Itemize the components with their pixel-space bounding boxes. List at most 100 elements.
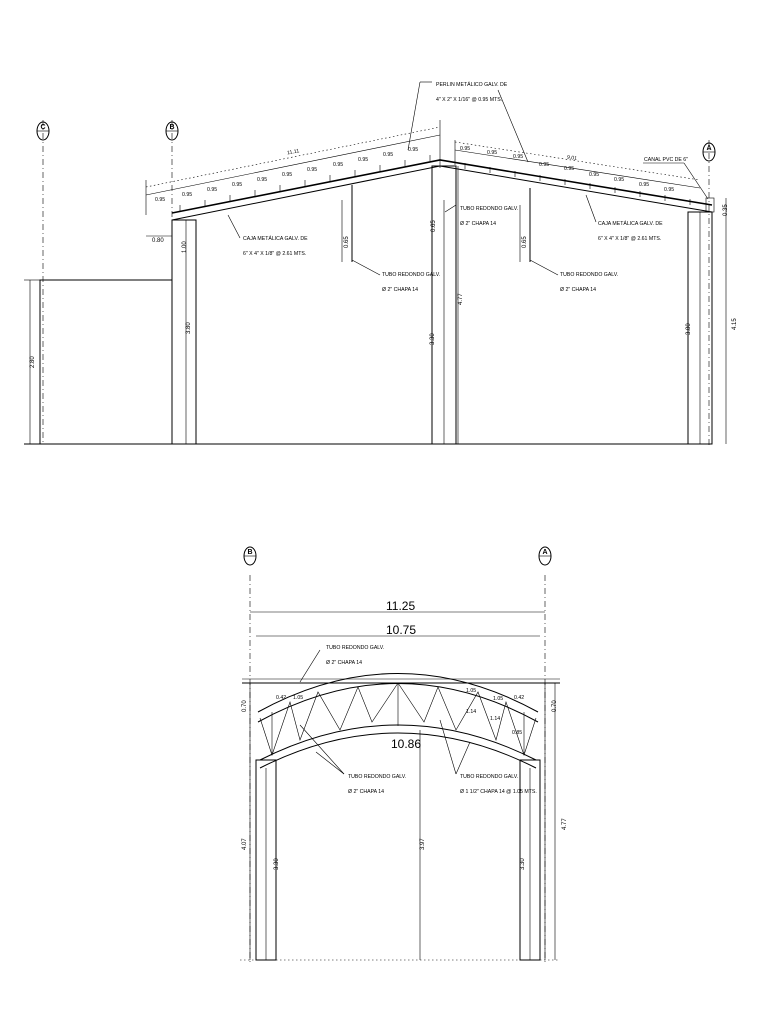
front-elevation: C B A	[24, 81, 738, 445]
axis-label-c: C	[41, 124, 46, 131]
dim-105-left: 1.05	[293, 695, 303, 701]
section-tube-top-1: TUBO REDONDO GALV.	[326, 645, 384, 651]
dim-radius: 10.86	[391, 737, 421, 751]
tube-label-mid-2: Ø 2" CHAPA 14	[460, 221, 496, 227]
spacing-label: 0.95	[257, 177, 267, 183]
gutter	[705, 197, 715, 213]
spacing-label: 0.95	[664, 187, 674, 193]
columns	[24, 165, 715, 445]
dim-gutter: 0.35	[723, 204, 729, 216]
spacing-label: 0.95	[539, 162, 549, 168]
dim-right-span: 9.01	[566, 155, 577, 163]
section-tube-right-2: Ø 1 1/2" CHAPA 14 @ 1.05 MTS.	[460, 789, 537, 795]
callout-box-right: CAJA METÁLICA GALV. DE 6" X 4" X 1/8" @ …	[585, 194, 663, 242]
spacing-label: 0.95	[487, 150, 497, 156]
axis-marker-b-section: B	[243, 546, 257, 962]
axis-marker-b: B	[165, 120, 179, 445]
vertical-dims	[29, 166, 727, 444]
dim-col-left-section: 3.30	[274, 858, 280, 870]
spacing-label: 0.95	[155, 197, 165, 203]
tube-label-mid-1: TUBO REDONDO GALV.	[460, 206, 518, 212]
dim-eave-left-section: 0.70	[242, 700, 248, 712]
axis-label-a: A	[707, 145, 712, 152]
section-callout-left: TUBO REDONDO GALV. Ø 2" CHAPA 14	[299, 724, 406, 795]
axis-label-a2: A	[543, 549, 548, 556]
dim-042-right: 0.42	[514, 695, 524, 701]
dim-post-top: 1.00	[182, 241, 188, 253]
dim-eave-left: 0.80	[152, 238, 164, 244]
dim-114-b: 1.14	[490, 716, 500, 722]
section-tube-left-2: Ø 2" CHAPA 14	[348, 789, 384, 795]
section-tube-left-1: TUBO REDONDO GALV.	[348, 774, 406, 780]
spacing-label: 0.95	[383, 152, 393, 158]
spacing-label: 0.95	[614, 177, 624, 183]
box-label-right-2: 6" X 4" X 1/8" @ 2.61 MTS.	[598, 236, 661, 242]
dim-042-left: 0.42	[276, 695, 286, 701]
spacing-label: 0.95	[358, 157, 368, 163]
axis-label-b2: B	[248, 549, 253, 556]
section-callout-right: TUBO REDONDO GALV. Ø 1 1/2" CHAPA 14 @ 1…	[439, 719, 537, 795]
dim-center: 3.97	[420, 838, 426, 850]
purlin-ticks-right	[464, 163, 691, 205]
dim-col-right: 3.80	[686, 323, 692, 335]
spacing-label: 0.95	[639, 182, 649, 188]
dim-hanger-mid: 0.65	[431, 220, 437, 232]
dim-span-outer: 11.25	[386, 599, 415, 613]
callout-tube-left: TUBO REDONDO GALV. Ø 2" CHAPA 14	[351, 259, 440, 293]
spacing-labels-left: 0.95 0.95 0.95 0.95 0.95 0.95 0.95 0.95 …	[155, 147, 418, 203]
spacing-label: 0.95	[282, 172, 292, 178]
box-label-left-1: CAJA METÁLICA GALV. DE	[243, 235, 308, 242]
dim-total-mid: 4.77	[458, 293, 464, 305]
tube-hangers	[351, 185, 531, 262]
cross-section: B A 11.25 10.75	[240, 546, 568, 962]
arch-truss	[257, 673, 539, 769]
dim-right-total: 4.77	[562, 818, 568, 830]
spacing-label: 0.95	[460, 146, 470, 152]
axis-marker-a-section: A	[538, 546, 552, 962]
spacing-label: 0.95	[333, 162, 343, 168]
callout-box-left: CAJA METÁLICA GALV. DE 6" X 4" X 1/8" @ …	[227, 214, 308, 257]
section-tube-top-2: Ø 2" CHAPA 14	[326, 660, 362, 666]
spacing-label: 0.95	[513, 154, 523, 160]
dim-left-total: 4.07	[242, 838, 248, 850]
purlin-label-line2: 4" X 2" X 1/16" @ 0.95 MTS.	[436, 97, 502, 103]
box-label-left-2: 6" X 4" X 1/8" @ 2.61 MTS.	[243, 251, 306, 257]
low-wall	[39, 279, 173, 445]
dim-total-right: 4.15	[732, 318, 738, 330]
spacing-label: 0.95	[589, 172, 599, 178]
dim-105-right-b: 1.05	[493, 696, 503, 702]
dim-hanger-left: 0.65	[344, 236, 350, 248]
spacing-label: 0.95	[307, 167, 317, 173]
callout-tube-right: TUBO REDONDO GALV. Ø 2" CHAPA 14	[529, 259, 618, 293]
dim-low-wall: 2.80	[30, 356, 36, 368]
purlin-label-line1: PERLIN METÁLICO GALV. DE	[436, 81, 508, 88]
section-tube-right-1: TUBO REDONDO GALV.	[460, 774, 518, 780]
spacing-labels-right: 0.95 0.95 0.95 0.95 0.95 0.95 0.95 0.95 …	[460, 146, 674, 193]
axis-marker-c: C	[36, 120, 50, 445]
callout-tube-mid: TUBO REDONDO GALV. Ø 2" CHAPA 14	[444, 204, 518, 227]
box-label-right-1: CAJA METÁLICA GALV. DE	[598, 220, 663, 227]
tube-label-right-2: Ø 2" CHAPA 14	[560, 287, 596, 293]
roof-frame	[145, 120, 713, 221]
spacing-label: 0.95	[182, 192, 192, 198]
tube-label-left-1: TUBO REDONDO GALV.	[382, 272, 440, 278]
tube-label-left-2: Ø 2" CHAPA 14	[382, 287, 418, 293]
dim-span-inner: 10.75	[386, 623, 416, 637]
dim-col-right-section: 3.30	[520, 858, 526, 870]
dim-114-a: 1.14	[466, 709, 476, 715]
spacing-label: 0.95	[207, 187, 217, 193]
section-callout-top: TUBO REDONDO GALV. Ø 2" CHAPA 14	[299, 645, 384, 683]
axis-marker-a: A	[702, 140, 716, 445]
dim-105-right-a: 1.05	[466, 688, 476, 694]
dim-col-mid: 3.30	[430, 333, 436, 345]
gutter-label: CANAL PVC DE 6"	[644, 157, 688, 163]
spacing-label: 0.95	[232, 182, 242, 188]
spacing-label: 0.95	[408, 147, 418, 153]
callout-gutter: CANAL PVC DE 6"	[643, 157, 709, 200]
dim-left-span: 11.11	[287, 148, 300, 156]
dim-085: 0.85	[512, 730, 522, 736]
tube-label-right-1: TUBO REDONDO GALV.	[560, 272, 618, 278]
dim-hanger-right: 0.65	[522, 236, 528, 248]
callout-purlin: PERLIN METÁLICO GALV. DE 4" X 2" X 1/16"…	[407, 81, 529, 163]
